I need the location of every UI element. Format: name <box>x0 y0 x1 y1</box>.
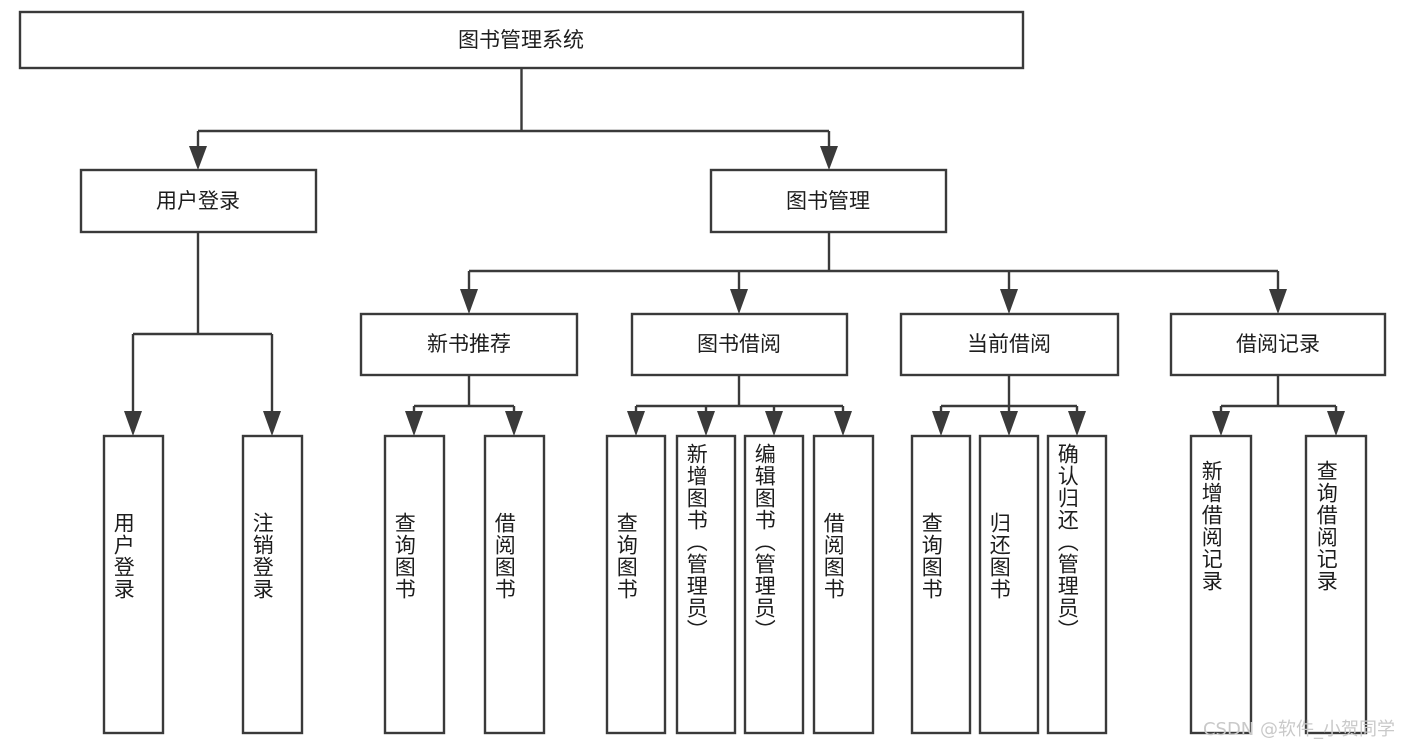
connector-borrowrecord-to-leaves <box>1212 375 1345 436</box>
arrow-icon <box>460 289 478 314</box>
arrow-icon <box>263 411 281 436</box>
arrow-icon <box>405 411 423 436</box>
arrow-icon <box>1000 411 1018 436</box>
arrow-icon <box>627 411 645 436</box>
connector-currentborrow-to-leaves <box>932 375 1086 436</box>
node-book-management[interactable]: 图书管理 <box>709 168 948 234</box>
arrow-icon <box>697 411 715 436</box>
arrow-icon <box>1327 411 1345 436</box>
leaf-current-borrow-2[interactable] <box>1046 434 1108 735</box>
arrow-icon <box>932 411 950 436</box>
arrow-icon <box>1212 411 1230 436</box>
node-new-book-recommend-label: 新书推荐 <box>427 332 511 356</box>
leaf-book-borrow-2[interactable] <box>743 434 805 735</box>
node-current-borrow[interactable]: 当前借阅 <box>899 312 1120 377</box>
arrow-icon <box>1068 411 1086 436</box>
leaf-borrow-record-1[interactable] <box>1304 434 1368 735</box>
leaf-new-book-1[interactable] <box>483 434 546 735</box>
connector-bookborrow-to-leaves <box>627 375 852 436</box>
node-borrow-record-label: 借阅记录 <box>1236 332 1320 356</box>
arrow-icon <box>189 146 207 170</box>
connector-newbook-to-leaves <box>405 375 523 436</box>
connector-booksys-to-level3 <box>460 232 1287 314</box>
connector-root-to-level2 <box>189 68 838 170</box>
leaf-new-book-0[interactable] <box>383 434 446 735</box>
leaf-user-login-0[interactable] <box>102 434 165 735</box>
leaf-book-borrow-0[interactable] <box>605 434 667 735</box>
arrow-icon <box>820 146 838 170</box>
node-book-management-label: 图书管理 <box>786 189 870 213</box>
leaf-book-borrow-3[interactable] <box>812 434 875 735</box>
node-book-borrow-label: 图书借阅 <box>697 332 781 356</box>
node-borrow-record[interactable]: 借阅记录 <box>1169 312 1387 377</box>
arrow-icon <box>505 411 523 436</box>
leaf-current-borrow-1[interactable] <box>978 434 1040 735</box>
node-user-login-label: 用户登录 <box>156 189 240 213</box>
csdn-watermark: CSDN @软件_小贺同学 <box>1202 719 1395 740</box>
connector-userlogin-to-leaves <box>124 232 281 436</box>
node-book-borrow[interactable]: 图书借阅 <box>630 312 849 377</box>
leaf-book-borrow-1[interactable] <box>675 434 737 735</box>
leaf-user-login-1[interactable] <box>241 434 304 735</box>
leaf-current-borrow-0[interactable] <box>910 434 972 735</box>
node-root[interactable]: 图书管理系统 <box>18 10 1025 70</box>
node-user-login[interactable]: 用户登录 <box>79 168 318 234</box>
leaf-borrow-record-0[interactable] <box>1189 434 1253 735</box>
arrow-icon <box>834 411 852 436</box>
arrow-icon <box>1269 289 1287 314</box>
arrow-icon <box>765 411 783 436</box>
node-root-label: 图书管理系统 <box>458 28 584 52</box>
arrow-icon <box>1000 289 1018 314</box>
arrow-icon <box>124 411 142 436</box>
arrow-icon <box>730 289 748 314</box>
node-new-book-recommend[interactable]: 新书推荐 <box>359 312 579 377</box>
node-current-borrow-label: 当前借阅 <box>967 332 1051 356</box>
